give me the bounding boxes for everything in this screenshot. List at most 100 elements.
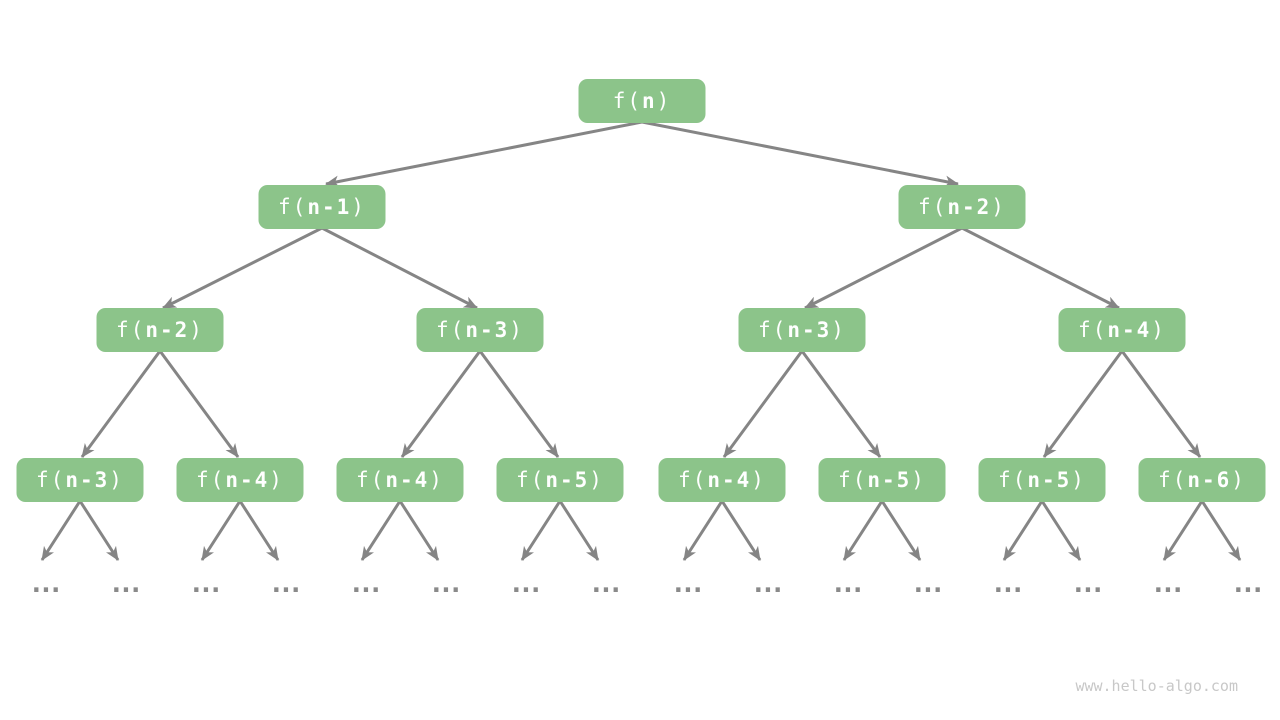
node-label-post: ) <box>656 89 672 113</box>
node-label: f(n-4) <box>1078 318 1166 342</box>
node-label: f(n) <box>613 89 672 113</box>
edge-arrow <box>558 500 600 561</box>
node-label: f(n-3) <box>758 318 846 342</box>
edge-arrow <box>641 120 959 188</box>
leaf-ellipsis: ... <box>28 569 64 599</box>
edge-arrow <box>162 226 323 310</box>
edge-arrow <box>398 500 440 561</box>
tree-node-l1-1: f(n-2) <box>898 185 1026 229</box>
node-label: f(n-3) <box>436 318 524 342</box>
tree-node-l2-2: f(n-3) <box>738 308 866 352</box>
leaf-ellipsis: ... <box>830 569 866 599</box>
node-label-arg: n-2 <box>145 318 190 342</box>
node-label: f(n-5) <box>516 468 604 492</box>
node-label-pre: f( <box>436 318 466 342</box>
tree-node-l2-0: f(n-2) <box>96 308 224 352</box>
leaf-ellipsis: ... <box>188 569 224 599</box>
node-label-pre: f( <box>278 195 308 219</box>
node-label-pre: f( <box>838 468 868 492</box>
node-label: f(n-1) <box>278 195 366 219</box>
edge-arrow <box>78 500 120 561</box>
node-label: f(n-4) <box>356 468 444 492</box>
edge-arrow <box>1200 500 1242 561</box>
node-label: f(n-2) <box>116 318 204 342</box>
node-label-pre: f( <box>1158 468 1188 492</box>
node-label: f(n-5) <box>838 468 926 492</box>
node-label-pre: f( <box>196 468 226 492</box>
tree-node-l3-5: f(n-5) <box>818 458 946 502</box>
leaf-ellipsis: ... <box>1230 569 1266 599</box>
node-label-post: ) <box>589 468 604 492</box>
node-label: f(n-2) <box>918 195 1006 219</box>
tree-node-l2-3: f(n-4) <box>1058 308 1186 352</box>
node-label-arg: n-6 <box>1187 468 1232 492</box>
tree-node-l3-2: f(n-4) <box>336 458 464 502</box>
node-label-pre: f( <box>36 468 66 492</box>
node-label-post: ) <box>351 195 366 219</box>
tree-node-l3-6: f(n-5) <box>978 458 1106 502</box>
node-label-arg: n-3 <box>465 318 510 342</box>
tree-node-l3-0: f(n-3) <box>16 458 144 502</box>
edge-arrow <box>1162 500 1204 561</box>
edge-arrow <box>40 500 82 561</box>
node-label-post: ) <box>751 468 766 492</box>
tree-node-l3-7: f(n-6) <box>1138 458 1266 502</box>
node-label-pre: f( <box>758 318 788 342</box>
watermark: www.hello-algo.com <box>1075 677 1238 695</box>
edge-arrow <box>720 500 762 561</box>
leaf-ellipsis: ... <box>108 569 144 599</box>
node-label-pre: f( <box>356 468 386 492</box>
node-label-arg: n-5 <box>867 468 912 492</box>
node-label-arg: n-1 <box>307 195 352 219</box>
tree-node-l3-1: f(n-4) <box>176 458 304 502</box>
node-label: f(n-4) <box>678 468 766 492</box>
edge-arrow <box>722 350 804 458</box>
node-label-post: ) <box>911 468 926 492</box>
node-label-post: ) <box>269 468 284 492</box>
tree-node-l1-0: f(n-1) <box>258 185 386 229</box>
leaf-ellipsis: ... <box>1070 569 1106 599</box>
node-label-post: ) <box>991 195 1006 219</box>
node-label-arg: n <box>641 89 657 113</box>
node-label-arg: n-2 <box>947 195 992 219</box>
edge-arrow <box>360 500 402 561</box>
leaf-ellipsis: ... <box>588 569 624 599</box>
leaf-ellipsis: ... <box>750 569 786 599</box>
tree-node-l3-3: f(n-5) <box>496 458 624 502</box>
node-label-post: ) <box>189 318 204 342</box>
edge-arrow <box>321 226 478 310</box>
edge-arrow <box>325 120 643 188</box>
leaf-ellipsis: ... <box>910 569 946 599</box>
edge-arrow <box>800 350 882 458</box>
node-label-pre: f( <box>998 468 1028 492</box>
node-label-post: ) <box>1071 468 1086 492</box>
node-label: f(n-6) <box>1158 468 1246 492</box>
node-label-arg: n-4 <box>707 468 752 492</box>
edge-arrow <box>200 500 242 561</box>
edge-arrow <box>158 350 240 458</box>
node-label-pre: f( <box>918 195 948 219</box>
leaf-ellipsis: ... <box>268 569 304 599</box>
edge-arrow <box>1042 350 1124 458</box>
tree-node-l3-4: f(n-4) <box>658 458 786 502</box>
edge-arrow <box>238 500 280 561</box>
node-label-arg: n-5 <box>545 468 590 492</box>
node-label-post: ) <box>1151 318 1166 342</box>
node-label-arg: n-3 <box>787 318 832 342</box>
node-label: f(n-3) <box>36 468 124 492</box>
node-label-post: ) <box>429 468 444 492</box>
edge-arrow <box>520 500 562 561</box>
edge-arrow <box>842 500 884 561</box>
node-label-arg: n-4 <box>1107 318 1152 342</box>
tree-node-l2-1: f(n-3) <box>416 308 544 352</box>
node-label-arg: n-4 <box>385 468 430 492</box>
node-label-post: ) <box>109 468 124 492</box>
edge-arrow <box>1120 350 1202 458</box>
node-label-arg: n-3 <box>65 468 110 492</box>
edge-arrow <box>400 350 482 458</box>
node-label-pre: f( <box>612 89 642 113</box>
node-label: f(n-4) <box>196 468 284 492</box>
node-label-post: ) <box>509 318 524 342</box>
